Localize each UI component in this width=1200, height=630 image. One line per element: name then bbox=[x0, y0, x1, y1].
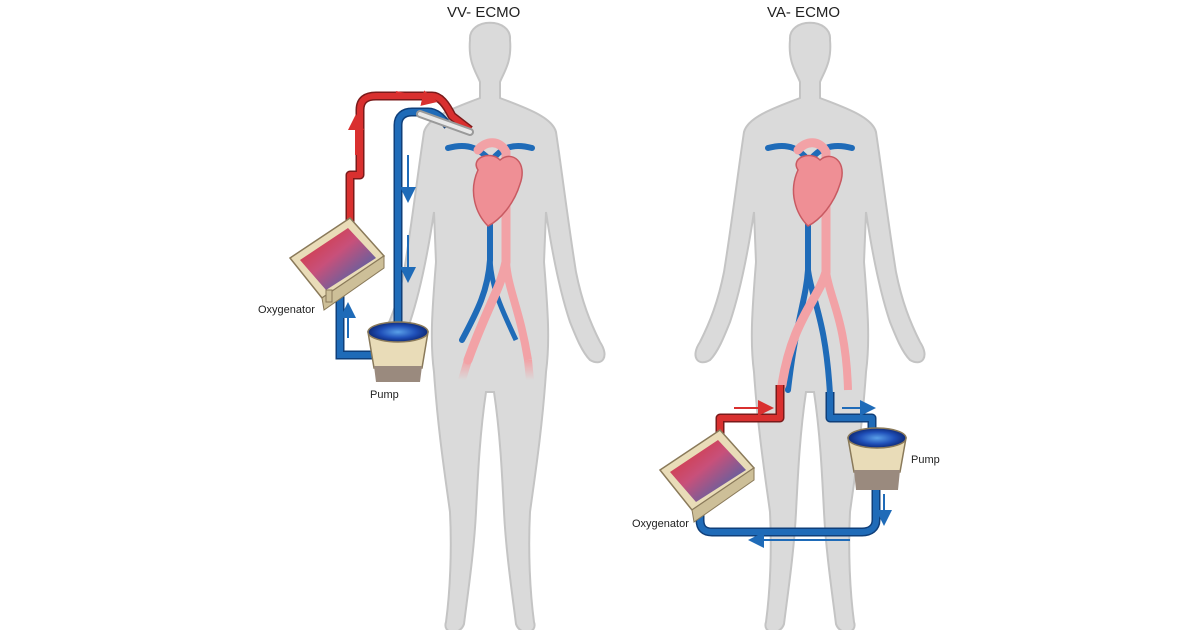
vv-heart bbox=[472, 154, 523, 227]
vv-oxygenator-label: Oxygenator bbox=[258, 304, 315, 316]
va-circuit bbox=[695, 385, 892, 548]
va-pump bbox=[847, 427, 907, 490]
va-ecmo-title: VA- ECMO bbox=[767, 4, 841, 21]
vv-vessels bbox=[445, 138, 535, 382]
va-body bbox=[694, 21, 926, 630]
va-pump-label: Pump bbox=[911, 454, 940, 466]
vv-circuit bbox=[335, 90, 474, 360]
vv-pump-label: Pump bbox=[370, 389, 399, 401]
vv-ecmo-title: VV- ECMO bbox=[447, 4, 521, 21]
va-oxygenator bbox=[658, 429, 756, 523]
vv-pump bbox=[367, 321, 429, 382]
vv-oxygenator bbox=[288, 217, 386, 311]
va-oxygenator-label: Oxygenator bbox=[632, 518, 689, 530]
va-heart bbox=[792, 154, 843, 227]
va-vessels bbox=[765, 138, 855, 396]
